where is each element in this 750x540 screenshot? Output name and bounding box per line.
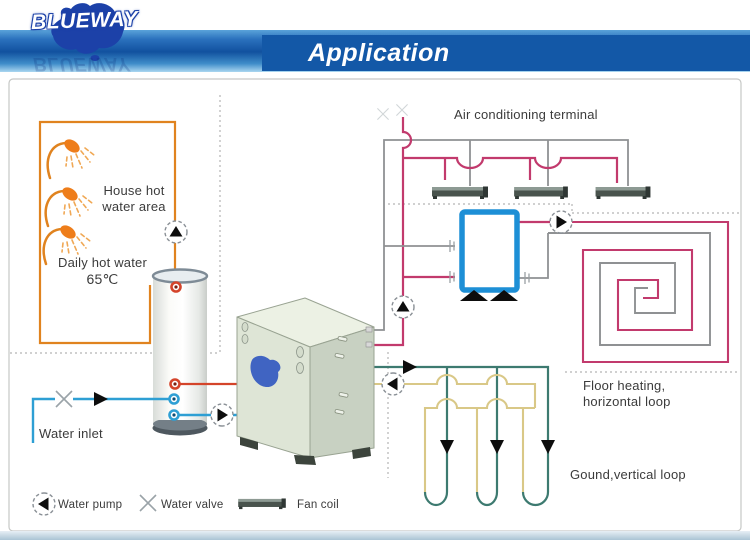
- heat-pump-logo: [250, 355, 281, 388]
- label-daily-temperature: 65℃: [86, 271, 119, 287]
- label-water-inlet: Water inlet: [39, 426, 103, 441]
- pipe-connector-dot: [169, 378, 181, 390]
- brand-logo: BLUEWAY BLUEWAY: [25, 0, 160, 80]
- water-pump-icon: [549, 210, 573, 234]
- label-floor-heating: Floor heating, horizontal loop: [583, 378, 671, 410]
- diagram-frame: [8, 78, 742, 532]
- plate-heat-exchanger: [459, 209, 520, 301]
- bottom-edge-strip: [0, 531, 750, 540]
- label-daily-hot-water: Daily hot water 65℃: [45, 255, 160, 287]
- label-floor-line2: horizontal loop: [583, 394, 671, 409]
- label-house-hot-line1: House hot: [103, 183, 165, 198]
- legend-water-pump-icon: [32, 492, 56, 516]
- water-pump-icon: [381, 372, 405, 396]
- pipe-connector-dot: [170, 281, 182, 293]
- pipe-connector-dot: [168, 409, 180, 421]
- legend-label-fan-coil: Fan coil: [297, 499, 339, 511]
- floor-heating-spiral: [548, 220, 730, 364]
- label-daily-hot-line1: Daily hot water: [58, 255, 147, 270]
- heat-pump-unit: [236, 297, 375, 465]
- water-pump-icon: [210, 403, 234, 427]
- hot-water-loop: [38, 120, 177, 345]
- page-title: Application: [308, 38, 450, 67]
- pipe-connector-dot: [168, 393, 180, 405]
- application-banner: Application: [262, 35, 750, 71]
- legend-label-water-pump: Water pump: [58, 499, 123, 511]
- label-house-hot-water: House hot water area: [88, 183, 180, 215]
- label-floor-line1: Floor heating,: [583, 378, 666, 393]
- hydronic-piping: [31, 365, 550, 507]
- label-ground-loop: Gound,vertical loop: [570, 467, 686, 482]
- water-pump-icon: [164, 220, 188, 244]
- label-house-hot-line2: water area: [102, 199, 166, 214]
- logo-australia-map: [51, 3, 125, 61]
- ac-terminal-piping: [368, 117, 629, 347]
- storage-tank: [151, 268, 209, 436]
- legend-label-water-valve: Water valve: [161, 499, 224, 511]
- water-pump-icon: [391, 295, 415, 319]
- label-air-conditioning-terminal: Air conditioning terminal: [454, 107, 598, 122]
